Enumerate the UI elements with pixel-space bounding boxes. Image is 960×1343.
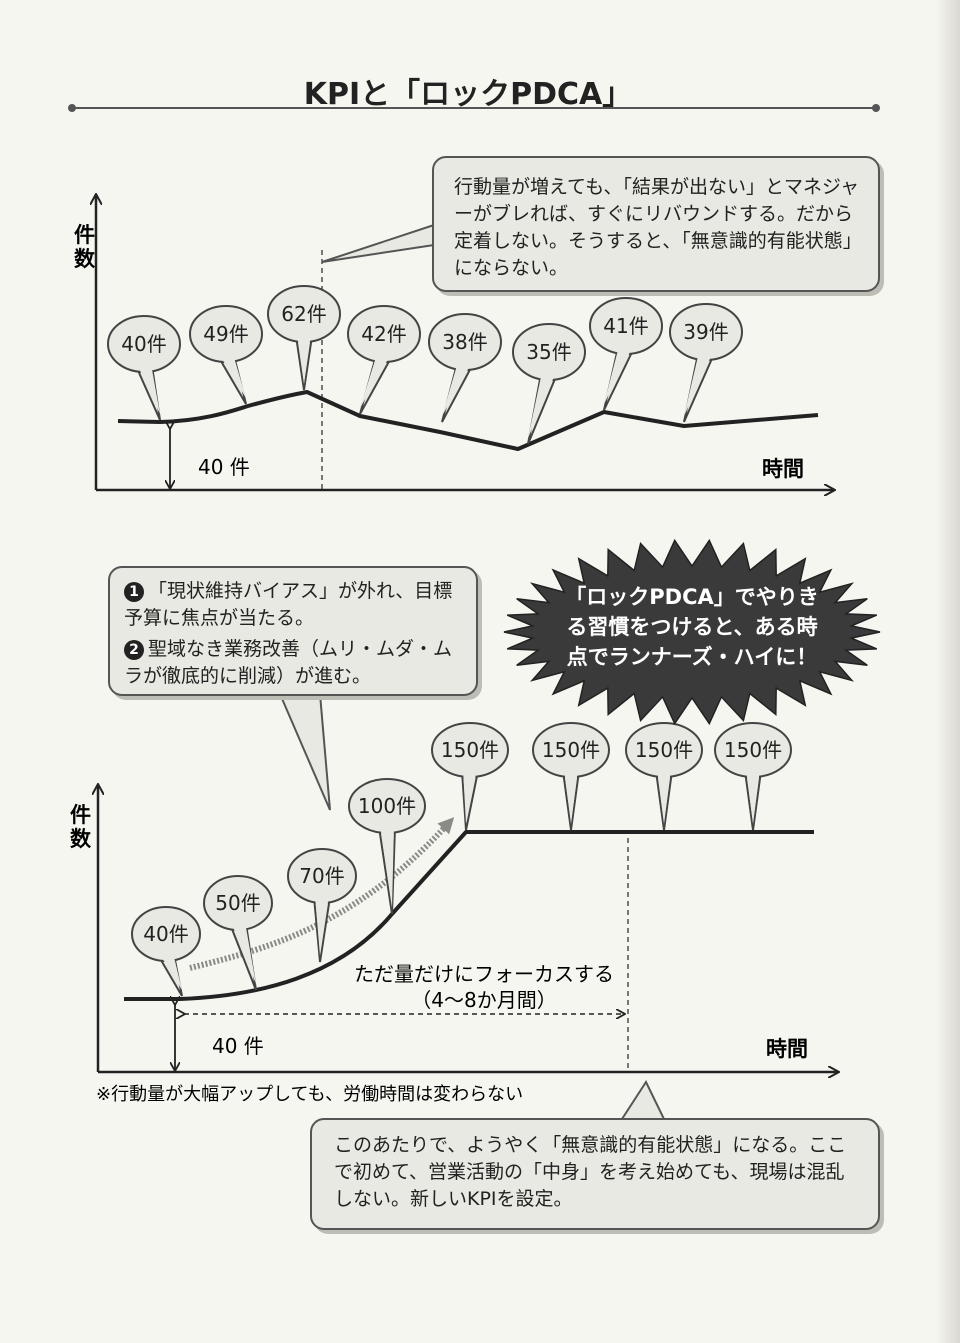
count-balloon: 50件 (203, 875, 273, 991)
balloon-tail-cover (297, 334, 311, 384)
page-edge (936, 0, 960, 1343)
balloon-tail (135, 365, 161, 421)
count-balloon: 70件 (287, 848, 357, 963)
balloon-tail-cover (463, 769, 477, 824)
count-balloon: 100件 (348, 778, 426, 915)
count-balloon: 62件 (267, 285, 341, 391)
count-balloon: 40件 (107, 315, 181, 421)
balloon-tail-cover (564, 769, 578, 824)
d2-x-label: 時間 (766, 1037, 808, 1061)
d1-baseline-label: 40 件 (198, 455, 250, 479)
balloon-tail-cover (657, 769, 671, 824)
number-2-icon: 2 (124, 640, 144, 660)
balloon-tail-cover (528, 372, 556, 438)
d1-line (117, 390, 819, 451)
balloon-label: 150件 (724, 738, 782, 762)
note-box-1: 行動量が増えても、「結果が出ない」とマネジャーがブレれば、すぐにリバウンドする。… (432, 156, 880, 292)
balloon-tail-cover (315, 895, 329, 956)
callout2-tail (279, 693, 331, 811)
count-balloon: 150件 (431, 722, 509, 831)
count-balloon: 150件 (714, 722, 792, 831)
d2-y-label-1: 件 (70, 803, 91, 827)
balloon-tail-cover (380, 825, 394, 908)
balloon-label: 150件 (542, 738, 600, 762)
balloon-label: 39件 (683, 320, 728, 344)
count-balloon: 40件 (131, 906, 201, 997)
d2-footnote: ※行動量が大幅アップしても、労働時間は変わらない (96, 1084, 523, 1105)
balloon-label: 42件 (361, 322, 406, 346)
balloon-label: 40件 (143, 922, 188, 946)
count-balloon: 49件 (189, 305, 263, 405)
count-balloon: 42件 (347, 305, 421, 415)
d2-focus-text: ただ量だけにフォーカスする (354, 962, 614, 986)
balloon-label: 38件 (442, 330, 487, 354)
balloon-label: 150件 (441, 738, 499, 762)
d1-y-label-2: 数 (74, 247, 96, 271)
note-box-2: このあたりで、ようやく「無意識的有能状態」になる。ここで初めて、営業活動の「中身… (310, 1118, 880, 1230)
count-balloon: 38件 (428, 313, 502, 423)
balloon-tail-cover (442, 362, 472, 416)
page-title: KPIと「ロックPDCA」 (304, 77, 633, 112)
d1-y-label-1: 件 (74, 223, 95, 247)
diagram1: 件 数 時間 40 件 40件 49件 62件 42件 38件 35件 41件 39件 (74, 195, 834, 490)
count-balloon: 41件 (589, 297, 663, 411)
note1-tail (321, 224, 435, 263)
balloon-tail-cover (360, 354, 391, 408)
note-box-1-text: 行動量が増えても、「結果が出ない」とマネジャーがブレれば、すぐにリバウンドする。… (454, 176, 862, 279)
burst-line-2: る習慣をつけると、ある時 (566, 615, 817, 639)
balloon-label: 70件 (299, 864, 344, 888)
balloon-label: 41件 (603, 314, 648, 338)
count-balloon: 150件 (625, 722, 703, 831)
balloon-label: 35件 (526, 340, 571, 364)
balloon-tail-cover (159, 953, 182, 990)
d2-line (124, 830, 814, 1001)
diagram2: 件 数 時間 40 件 ただ量だけにフォーカスする （4～8か月間） 40件 50… (70, 538, 881, 1105)
balloon-label: 150件 (635, 738, 693, 762)
balloon-tail-cover (137, 364, 160, 414)
note2-tail (621, 1079, 665, 1120)
count-balloon: 39件 (669, 303, 743, 423)
starburst-shape (503, 538, 881, 726)
balloon-tail-cover (684, 352, 713, 416)
d2-baseline-label: 40 件 (212, 1034, 264, 1058)
d2-growth-arrow (189, 817, 455, 971)
callout-item-1: 1「現状維持バイアス」が外れ、目標予算に焦点が当たる。 (124, 580, 453, 629)
balloon-label: 40件 (121, 332, 166, 356)
count-balloon: 35件 (512, 323, 586, 445)
balloon-tail-cover (746, 769, 760, 824)
balloon-tail (229, 923, 257, 991)
balloon-tail-cover (231, 922, 256, 984)
burst-line-3: 点でランナーズ・ハイに！ (567, 645, 818, 669)
d2-focus-period: （4～8か月間） (411, 988, 556, 1012)
d2-y-label-2: 数 (70, 827, 92, 851)
number-1-icon: 1 (124, 582, 144, 602)
burst-line-1: 「ロックPDCA」でやりき (565, 585, 819, 609)
balloon-label: 50件 (215, 891, 260, 915)
balloon-tail-cover (219, 354, 246, 398)
balloon-label: 100件 (358, 794, 416, 818)
title-rule-dot-left (68, 104, 76, 112)
note-box-2-text: このあたりで、ようやく「無意識的有能状態」になる。ここで初めて、営業活動の「中身… (334, 1134, 847, 1210)
balloon-label: 49件 (203, 322, 248, 346)
balloon-tail-cover (604, 346, 633, 404)
count-balloon: 150件 (532, 722, 610, 831)
balloon-label: 62件 (281, 302, 326, 326)
title-rule-dot-right (872, 104, 880, 112)
d1-x-label: 時間 (762, 457, 804, 481)
